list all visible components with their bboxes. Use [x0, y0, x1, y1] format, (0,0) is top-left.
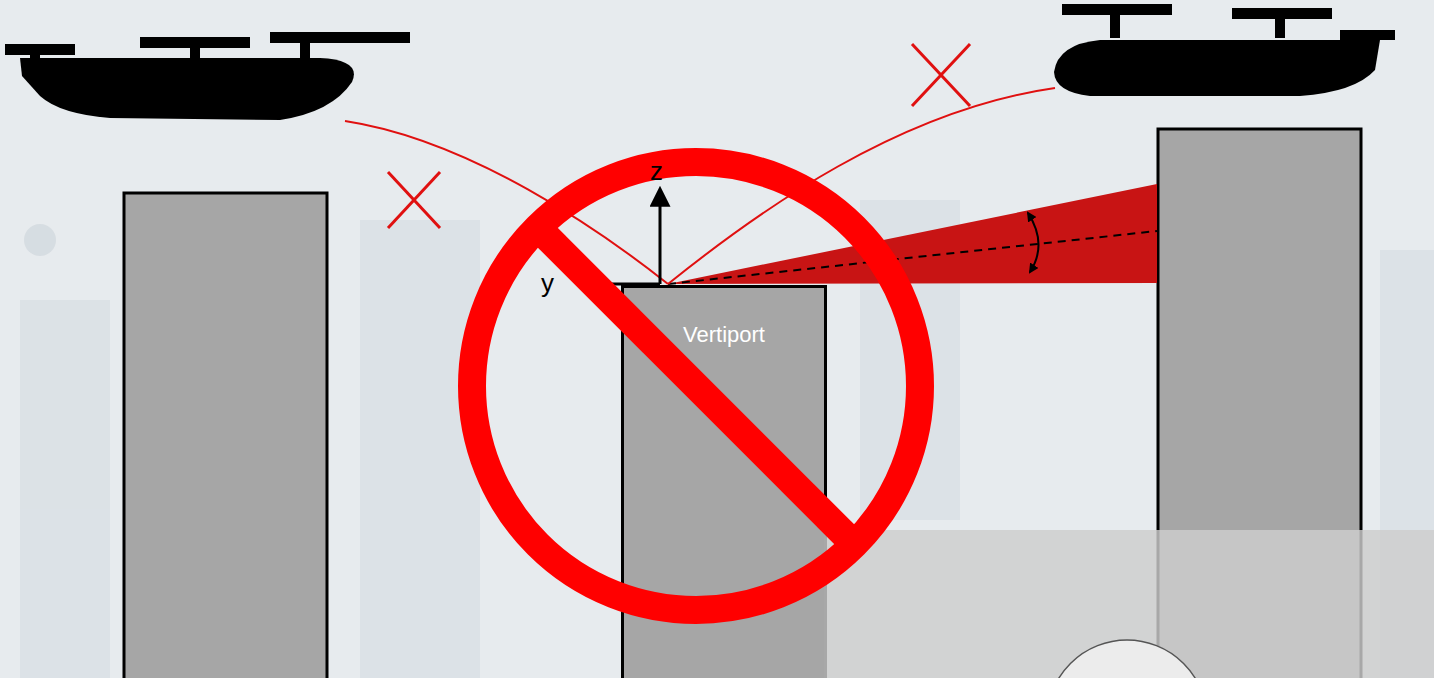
centerline	[668, 231, 1157, 284]
right-building	[1158, 129, 1361, 678]
angle-arc	[1028, 213, 1039, 272]
grey-panel	[824, 530, 1434, 678]
prohibition-ring	[472, 162, 920, 610]
approach-cone	[668, 184, 1157, 284]
drone-left	[5, 32, 410, 120]
axis-label: y	[541, 270, 554, 296]
prohibition-bar	[538, 228, 854, 544]
vertiport-building: Vertiport	[621, 285, 827, 678]
cross-mark	[388, 44, 970, 228]
building-label: Vertiport	[683, 322, 765, 348]
panel-circle	[1047, 640, 1207, 678]
trajectory-right	[668, 88, 1055, 284]
trajectory-left	[345, 121, 668, 284]
z-axis	[659, 190, 662, 284]
drone-right	[1054, 4, 1395, 96]
left-building	[124, 193, 327, 678]
axis-label: z	[650, 158, 663, 184]
